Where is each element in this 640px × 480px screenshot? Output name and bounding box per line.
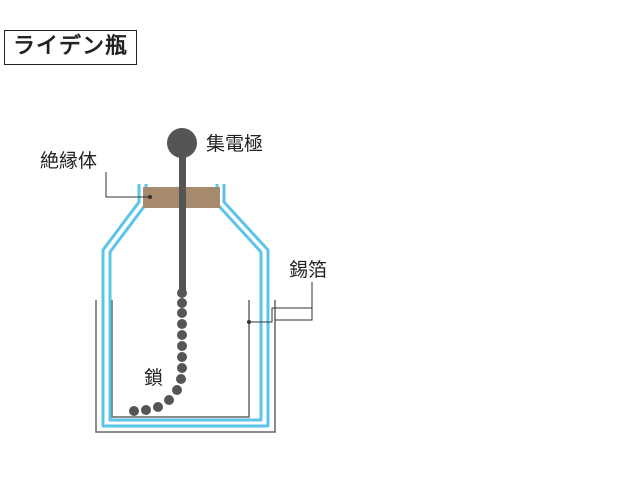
outer-tinfoil	[95, 300, 276, 433]
chain-bead	[177, 352, 187, 362]
chain-bead	[177, 308, 187, 318]
chain-bead	[129, 406, 139, 416]
tinfoil-label: 錫箔	[289, 259, 327, 281]
chain-bead	[172, 385, 182, 395]
chain	[129, 288, 187, 416]
chain-bead	[177, 298, 187, 308]
chain-bead	[177, 288, 187, 298]
tinfoil-leader-dot	[247, 320, 251, 324]
page-title: ライデン瓶	[4, 30, 138, 65]
chain-label: 鎖	[144, 367, 163, 389]
chain-bead	[176, 374, 186, 384]
chain-bead	[177, 330, 187, 340]
chain-bead	[164, 395, 174, 405]
chain-bead	[177, 363, 187, 373]
insulator-leader	[105, 172, 150, 198]
electrode-label: 集電極	[206, 133, 263, 155]
chain-bead	[177, 319, 187, 329]
insulator-label: 絶縁体	[40, 150, 97, 172]
inner-tinfoil	[111, 300, 250, 418]
glass-jar-outer	[101, 184, 270, 428]
glass-jar-inner	[108, 184, 263, 422]
electrode-knob	[167, 128, 197, 158]
chain-bead	[141, 405, 151, 415]
chain-bead	[153, 402, 163, 412]
chain-bead	[177, 341, 187, 351]
electrode-rod	[179, 150, 186, 290]
insulator-leader-dot	[148, 195, 152, 199]
tinfoil-leader-inner	[249, 307, 312, 323]
tinfoil-leader-outer	[275, 282, 313, 321]
